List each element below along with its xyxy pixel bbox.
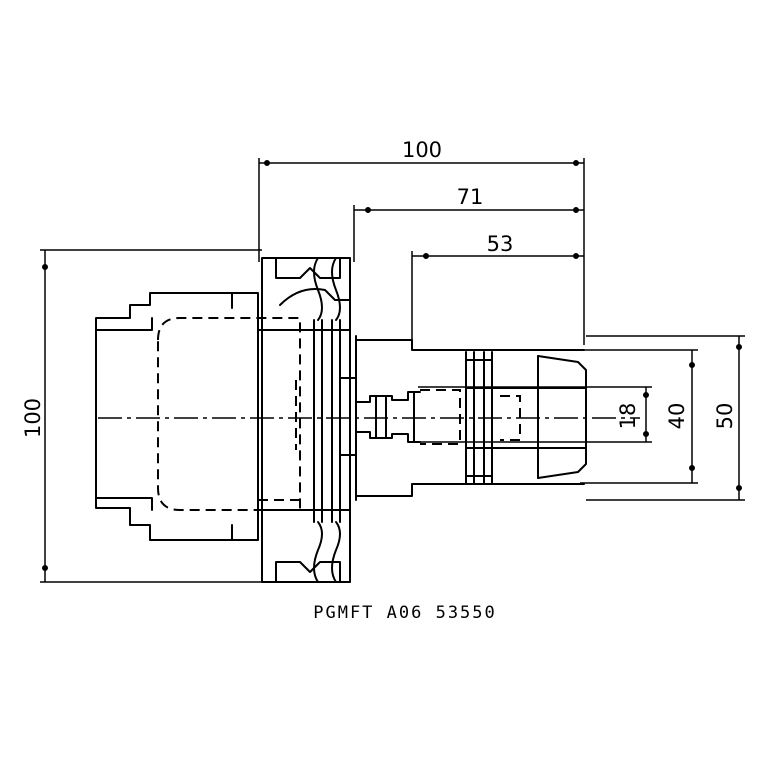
dim-71: 71: [457, 185, 484, 209]
dim-53: 53: [487, 232, 514, 256]
dim-18: 18: [616, 403, 640, 430]
dimension-lines: [40, 158, 745, 583]
part-number-caption: PGMFT A06 53550: [313, 603, 497, 623]
flange: [261, 257, 357, 583]
dim-overall-length: 100: [402, 138, 442, 162]
dim-40: 40: [665, 403, 689, 430]
dim-flange-height: 100: [21, 398, 45, 438]
dim-50: 50: [713, 403, 737, 430]
